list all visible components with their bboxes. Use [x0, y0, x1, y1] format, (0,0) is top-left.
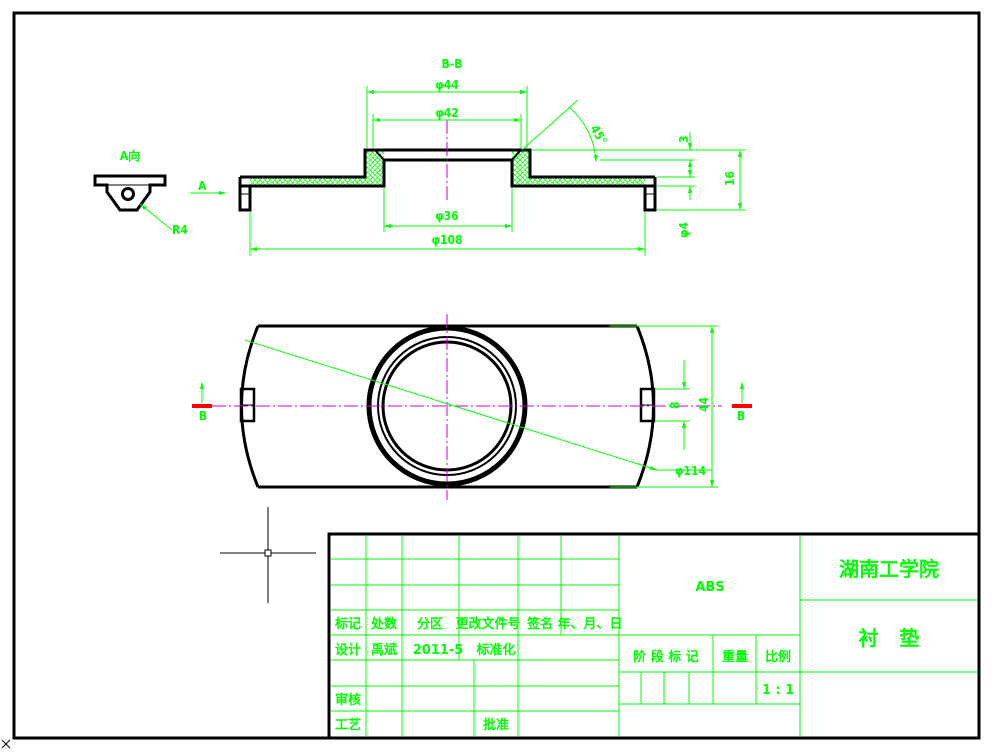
row-process: 工艺: [335, 717, 361, 733]
section-dimensions: [190, 86, 745, 256]
dim-angle-45: 45°: [587, 123, 609, 148]
weight-label: 重量: [722, 649, 748, 665]
title-block: [327, 532, 981, 740]
hatch-right-wall: [512, 150, 645, 186]
section-mark-left: B: [199, 409, 207, 423]
cad-cursor-crosshair[interactable]: [220, 507, 316, 603]
row-design-date: 2011-5: [413, 643, 464, 658]
row-design-label: 设计: [335, 642, 361, 658]
title-block-text: 标记 处数 分区 更改文件号 签名 年、月、日 设计 禹斌 2011-5 标准化…: [334, 557, 939, 733]
row-standardization: 标准化: [475, 642, 515, 658]
header-date: 年、月、日: [557, 616, 622, 632]
arrow-a-label: A: [198, 179, 207, 193]
header-zone: 分区: [417, 616, 443, 632]
stage-mark-label: 阶 段 标 记: [633, 649, 699, 665]
dim-phi42: φ42: [435, 106, 458, 120]
school-name: 湖南工学院: [839, 557, 939, 581]
row-approve: 批准: [483, 717, 509, 733]
header-mark: 标记: [334, 616, 361, 632]
row-review: 审核: [335, 692, 361, 708]
dim-phi4: φ4: [677, 222, 691, 238]
section-marks: [192, 382, 752, 408]
dim-3: 3: [677, 135, 691, 143]
view-a-label: A向: [120, 148, 140, 163]
section-mark-right: B: [737, 409, 745, 423]
scale-label: 比例: [765, 649, 791, 665]
section-view-b-b: [238, 120, 657, 212]
dim-16: 16: [723, 171, 737, 186]
section-title: B-B: [442, 57, 463, 71]
dim-phi108: φ108: [432, 233, 463, 247]
part-name: 衬 垫: [859, 626, 920, 650]
dim-8: 8: [668, 401, 682, 409]
header-change-doc: 更改文件号: [455, 616, 520, 632]
top-dimensions: [244, 325, 718, 488]
drawing-text: B-B φ44 φ42 φ36 φ108 45° 3 16 φ4 A向 R4 A…: [120, 57, 745, 478]
ucs-corner-mark: [1, 739, 11, 749]
top-view: [212, 314, 722, 500]
dim-r4: R4: [172, 223, 188, 237]
dim-phi44: φ44: [435, 78, 459, 92]
dim-phi114: φ114: [675, 464, 706, 478]
dim-phi36: φ36: [435, 209, 458, 223]
header-count: 处数: [370, 616, 398, 632]
scale-value: 1 : 1: [762, 683, 794, 698]
material: ABS: [695, 580, 724, 595]
dim-44: 44: [697, 396, 711, 412]
header-signature: 签名: [526, 616, 553, 632]
row-design-name: 禹斌: [371, 642, 397, 658]
detail-view-a: [93, 174, 173, 231]
